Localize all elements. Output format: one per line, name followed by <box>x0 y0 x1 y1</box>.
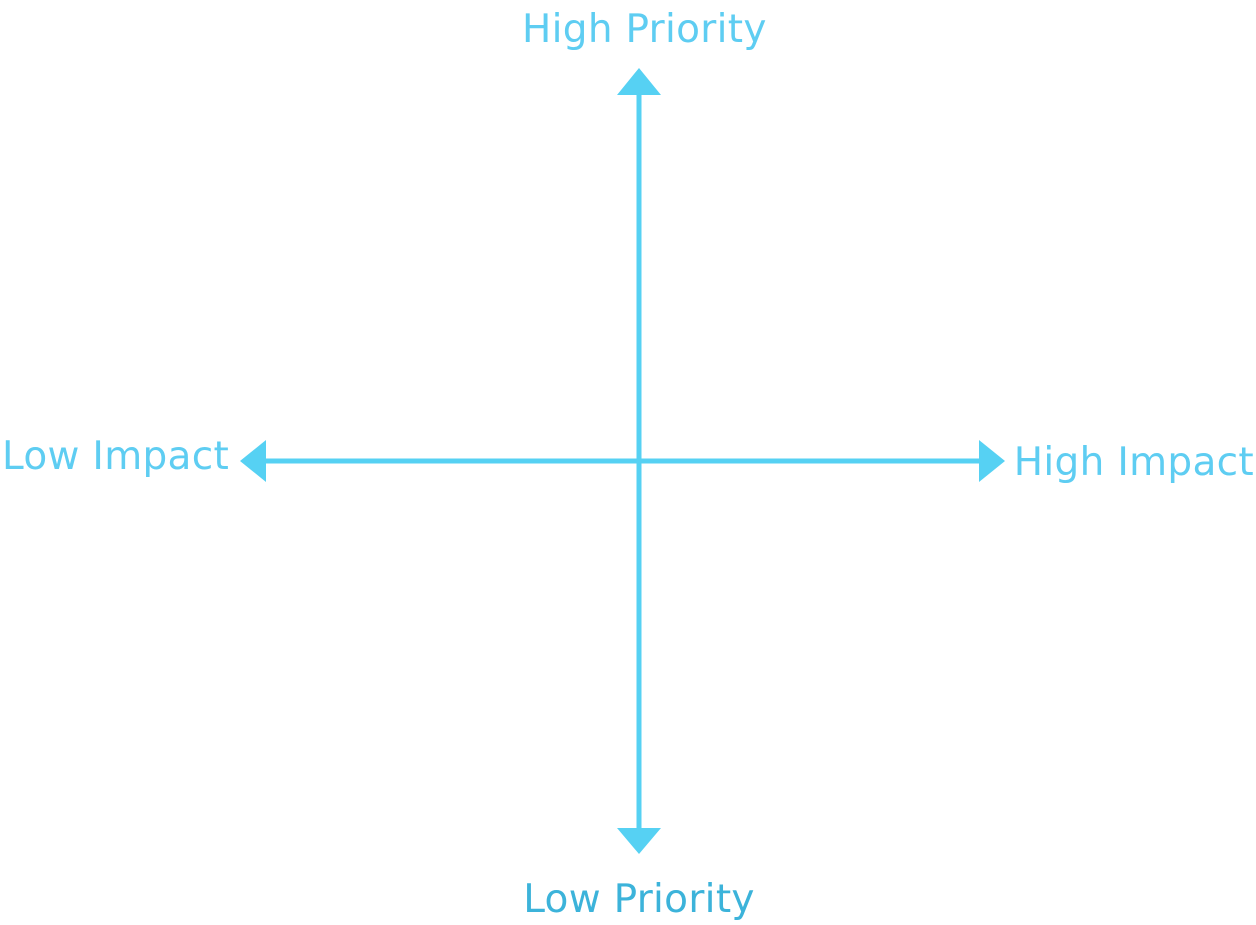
arrow-left-icon <box>240 440 266 482</box>
arrow-down-icon <box>617 828 661 854</box>
arrow-up-icon <box>617 68 661 95</box>
high-priority-label: High Priority <box>522 7 767 52</box>
high-impact-label: High Impact <box>1013 440 1254 485</box>
arrow-right-icon <box>979 440 1005 482</box>
low-impact-label: Low Impact <box>2 434 230 479</box>
low-priority-label: Low Priority <box>523 877 755 922</box>
